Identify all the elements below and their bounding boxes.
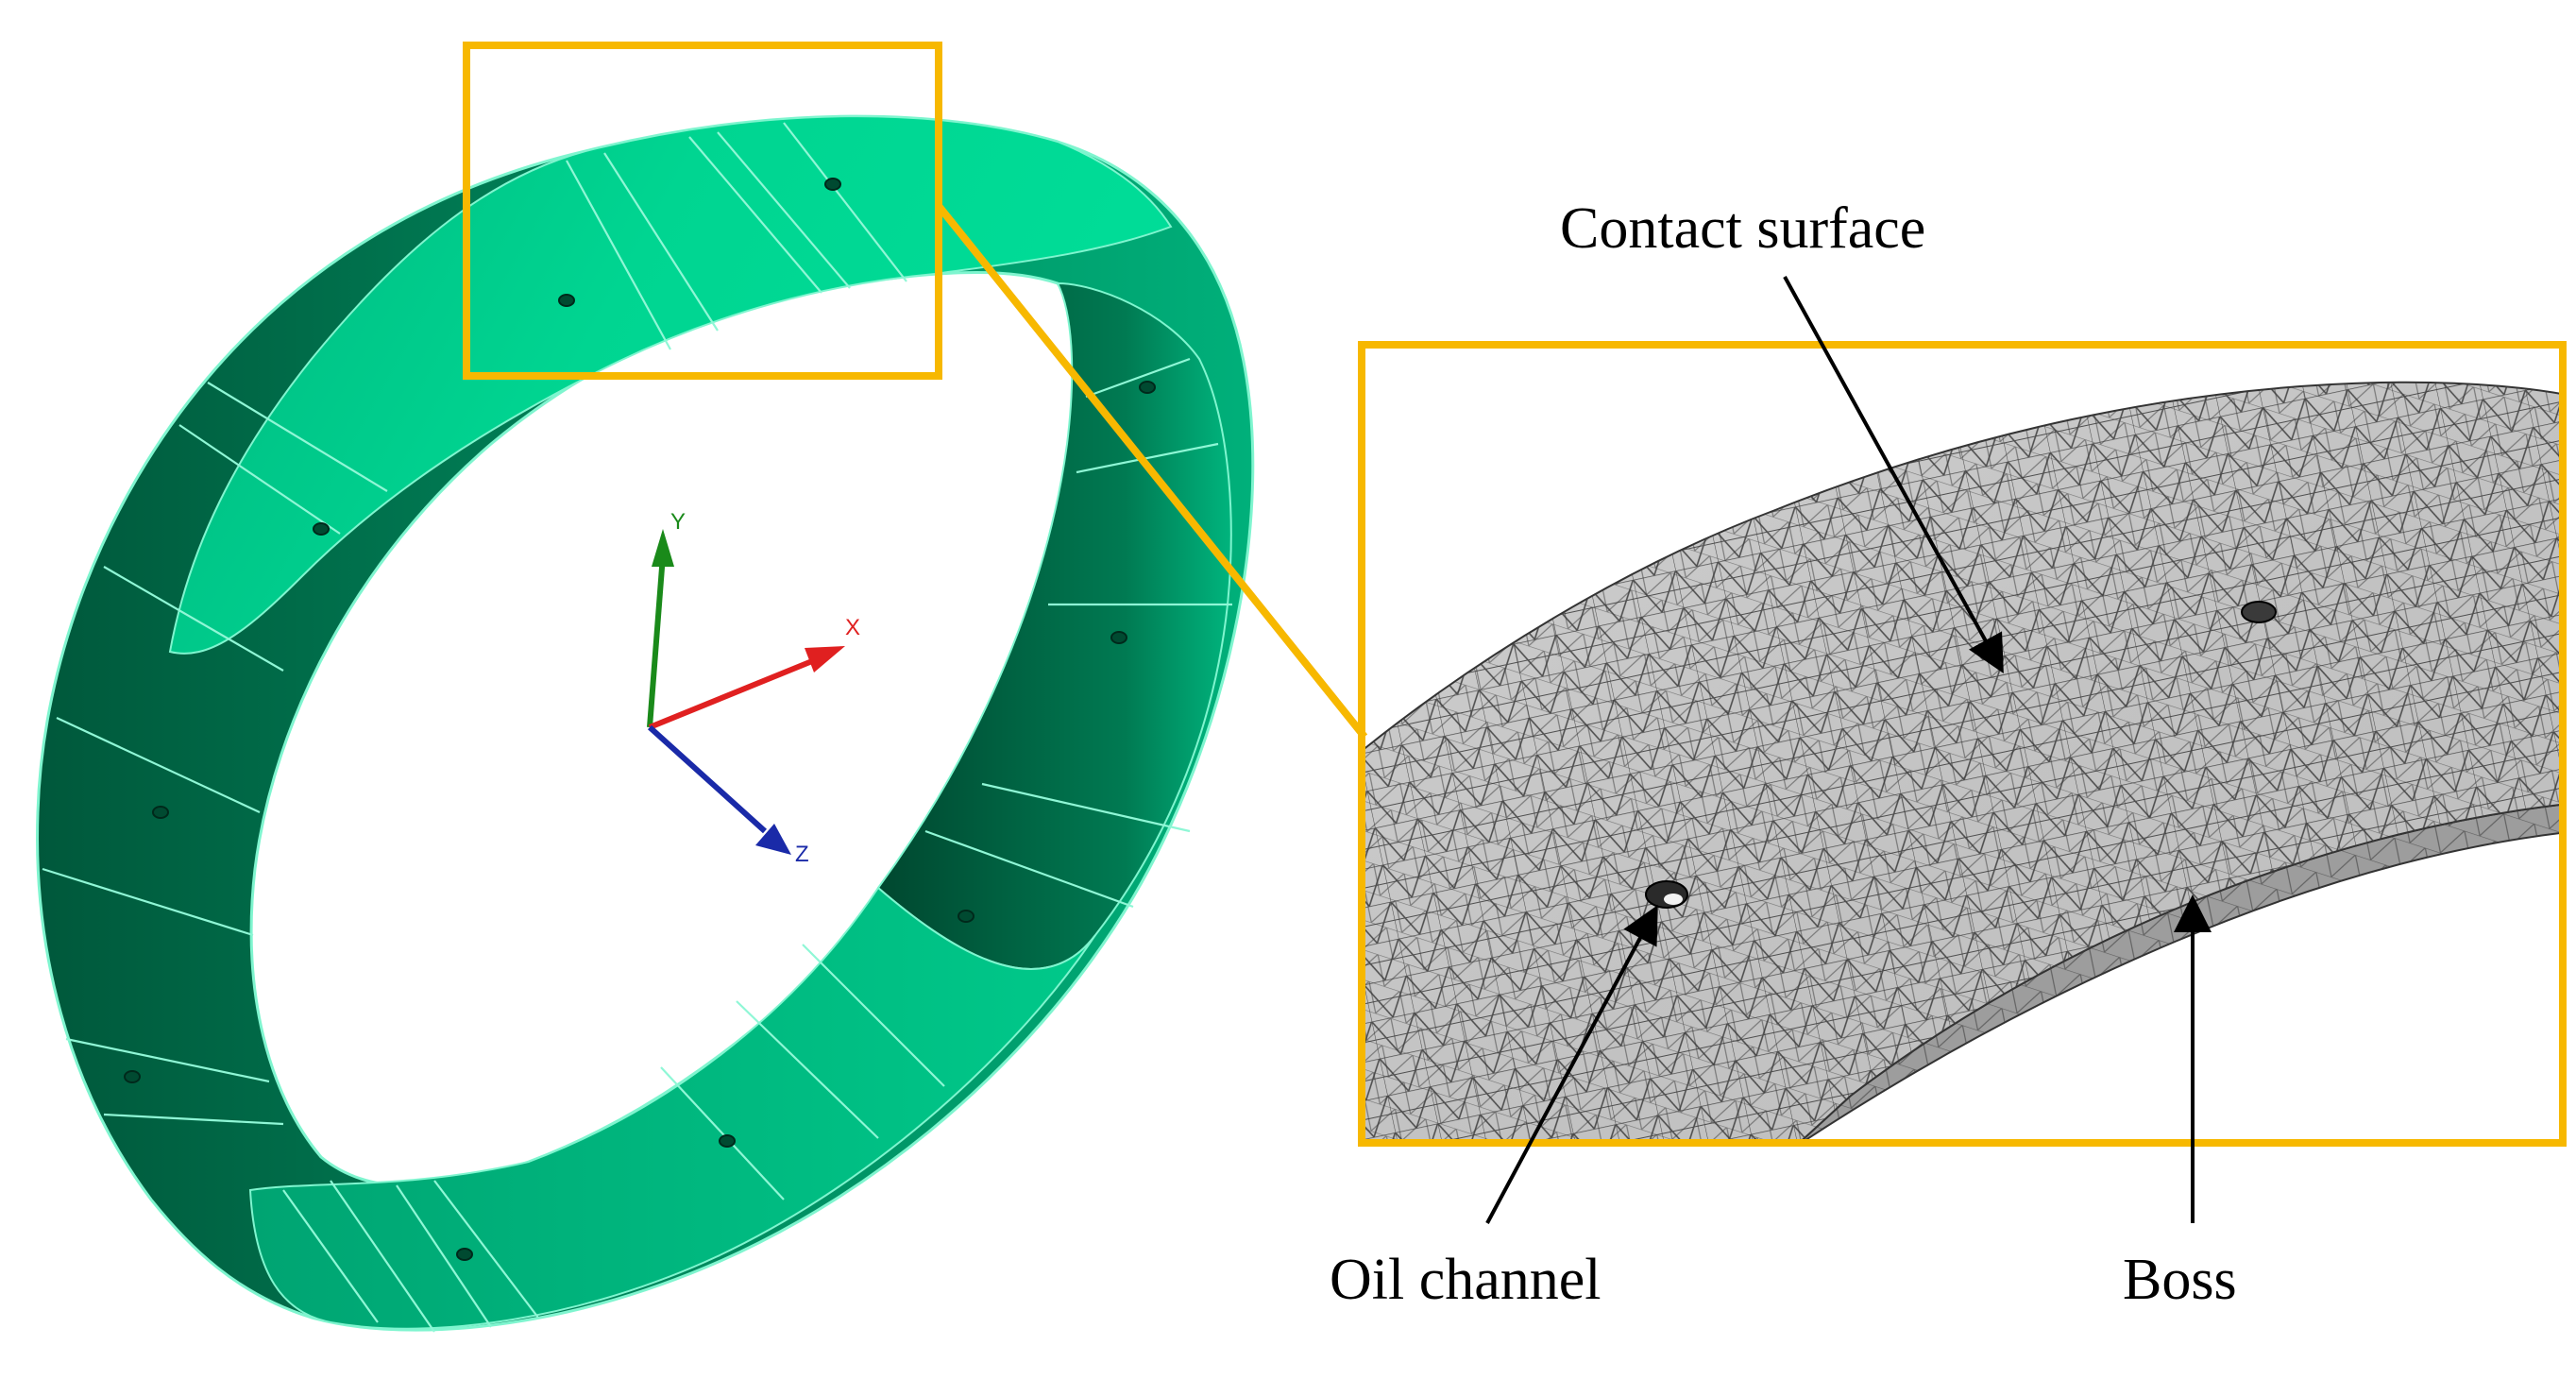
ring-holes [124, 178, 1156, 1261]
axis-z-label: Z [795, 842, 809, 867]
coordinate-triad: Y X Z [647, 509, 860, 867]
ring-segment-lines [42, 122, 1232, 1333]
contact-surface-arrow [1783, 276, 2004, 674]
axis-x-arrowhead [805, 646, 845, 672]
axis-y-line [647, 554, 666, 728]
zoomed-mesh-view [1362, 381, 2563, 1143]
ring-model [36, 114, 1255, 1333]
ring-inner-right-wall [876, 281, 1232, 970]
axis-x-line [648, 658, 814, 730]
axis-y-arrowhead [652, 529, 674, 567]
ring-bottom-face [248, 886, 1096, 1330]
axis-x-label: X [845, 615, 860, 640]
oil-channel-arrow [1485, 904, 1658, 1224]
label-contact-surface: Contact surface [1560, 196, 1925, 261]
axis-z-arrowhead [755, 824, 791, 855]
oil-channel-hole [1645, 880, 1688, 909]
oil-channel-hole-far [2241, 601, 2277, 623]
label-boss: Boss [2123, 1248, 2237, 1312]
label-oil-channel: Oil channel [1330, 1248, 1602, 1312]
zoom-box [1358, 341, 2567, 1147]
callout-arrows [1485, 276, 2212, 1224]
axis-z-line [647, 724, 768, 834]
zoom-connector-line [935, 203, 1368, 740]
axis-y-label: Y [670, 509, 686, 535]
